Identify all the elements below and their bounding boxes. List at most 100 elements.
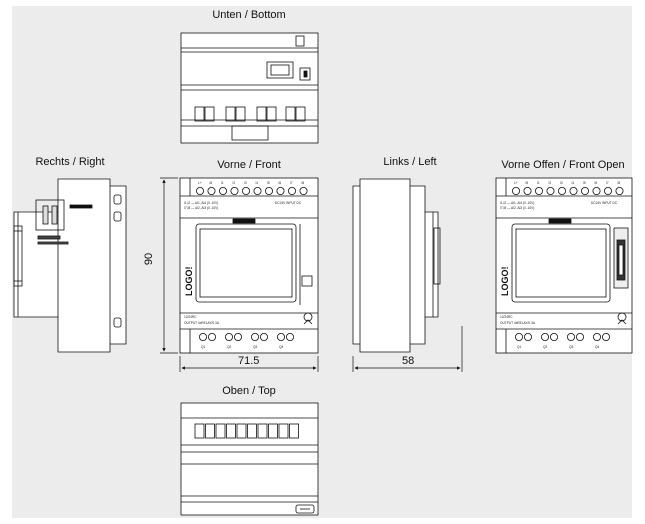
terminal-screw — [558, 186, 567, 195]
width-dimension-label: 71.5 — [238, 355, 260, 367]
terminal-label: I2 — [233, 181, 236, 185]
front-open-spec-line-3: DC24V INPUT DC — [591, 201, 618, 205]
front-open-spec-line-5: OUTPUT 4xRELAY/0.3A — [500, 321, 536, 325]
terminal-label: I6 — [595, 181, 598, 185]
terminal-screw — [287, 186, 296, 195]
top-terminal-block — [257, 423, 268, 439]
left-side-view — [352, 178, 441, 353]
front-open-spec-line-2: I7,I8 — AI2, AI3 (0..10V) — [500, 206, 534, 210]
output-screw — [259, 332, 268, 341]
bottom-view — [180, 32, 319, 144]
front-spec-line-4: 12/24RC — [184, 315, 197, 319]
output-screw — [593, 332, 602, 341]
output-label: Q3 — [569, 345, 573, 349]
terminal-screw — [195, 186, 204, 195]
output-label: Q4 — [279, 345, 283, 349]
front-open-spec-line-1: I1,I2 — AI1, AI4 (0..10V) — [500, 201, 534, 205]
top-terminal-block — [278, 423, 289, 439]
front-outputs: Q1 Q2 Q3 Q4 — [198, 332, 294, 349]
front-open-view — [495, 177, 633, 354]
output-label: Q1 — [201, 345, 205, 349]
terminal-label: I4 — [256, 181, 259, 185]
output-label: Q4 — [595, 345, 599, 349]
dimension-lines — [160, 177, 463, 372]
terminal-screw — [569, 186, 578, 195]
terminal-screw — [299, 186, 308, 195]
terminal-label: M — [526, 181, 529, 185]
depth-dimension-label: 58 — [402, 355, 415, 367]
top-terminal-block — [226, 423, 236, 439]
top-view — [180, 402, 319, 516]
output-screw — [576, 332, 585, 341]
terminal-screw — [253, 186, 262, 195]
output-label: Q2 — [543, 345, 547, 349]
terminal-screw — [615, 186, 624, 195]
terminal-label: I2 — [549, 181, 552, 185]
output-screw — [233, 332, 242, 341]
front-view — [179, 177, 319, 354]
terminal-label: L+ — [514, 181, 518, 185]
right-side-view — [13, 178, 127, 353]
terminal-screw — [523, 186, 532, 195]
terminal-label: I5 — [583, 181, 586, 185]
terminal-screw — [207, 186, 216, 195]
output-screw — [550, 332, 559, 341]
terminal-label: I3 — [244, 181, 247, 185]
output-screw — [207, 332, 216, 341]
output-label: Q2 — [227, 345, 231, 349]
front-spec-line-3: DC24V INPUT DC — [275, 201, 302, 205]
top-terminal-block — [194, 423, 205, 439]
output-screw — [250, 332, 259, 341]
terminal-label: I6 — [279, 181, 282, 185]
terminal-screw — [264, 186, 273, 195]
terminal-screw — [581, 186, 590, 195]
bottom-terminal-blocks — [194, 106, 306, 122]
terminal-screw — [535, 186, 544, 195]
top-terminal-block — [236, 423, 247, 439]
output-screw — [285, 332, 294, 341]
top-terminal-block — [215, 423, 226, 439]
output-screw — [198, 332, 207, 341]
terminal-screw — [592, 186, 601, 195]
front-spec-line-5: OUTPUT 4xRELAY/0.3A — [184, 321, 220, 325]
terminal-label: M — [210, 181, 213, 185]
front-spec-line-1: I1,I2 — AI1, AI4 (0..10V) — [184, 201, 218, 205]
top-terminal-block — [289, 423, 299, 439]
front-view-label: Vorne / Front — [217, 159, 281, 171]
terminal-screw — [230, 186, 239, 195]
front-logo: LOGO! — [184, 267, 194, 297]
terminal-screw — [241, 186, 250, 195]
terminal-screw — [546, 186, 555, 195]
output-screw — [515, 332, 524, 341]
top-terminal-block — [268, 423, 278, 439]
front-open-spec-line-4: 12/24RC — [500, 315, 513, 319]
front-open-logo: LOGO! — [500, 267, 510, 297]
output-screw — [276, 332, 285, 341]
right-view-label: Rechts / Right — [35, 156, 105, 168]
terminal-label: I8 — [302, 181, 305, 185]
terminal-label: L+ — [198, 181, 202, 185]
output-screw — [524, 332, 533, 341]
terminal-label: I7 — [606, 181, 609, 185]
top-terminal-block — [205, 423, 215, 439]
front-open-view-label: Vorne Offen / Front Open — [501, 159, 625, 171]
output-label: Q3 — [253, 345, 257, 349]
terminal-screw — [276, 186, 285, 195]
output-screw — [541, 332, 550, 341]
top-view-label: Oben / Top — [222, 385, 276, 397]
left-view-label: Links / Left — [383, 156, 437, 168]
output-screw — [567, 332, 576, 341]
output-screw — [224, 332, 233, 341]
terminal-screw — [512, 186, 521, 195]
output-screw — [602, 332, 611, 341]
terminal-label: I4 — [572, 181, 575, 185]
terminal-screw — [218, 186, 227, 195]
top-terminal-blocks — [194, 423, 299, 439]
height-dimension-label: 90 — [143, 252, 156, 266]
terminal-label: I8 — [618, 181, 621, 185]
